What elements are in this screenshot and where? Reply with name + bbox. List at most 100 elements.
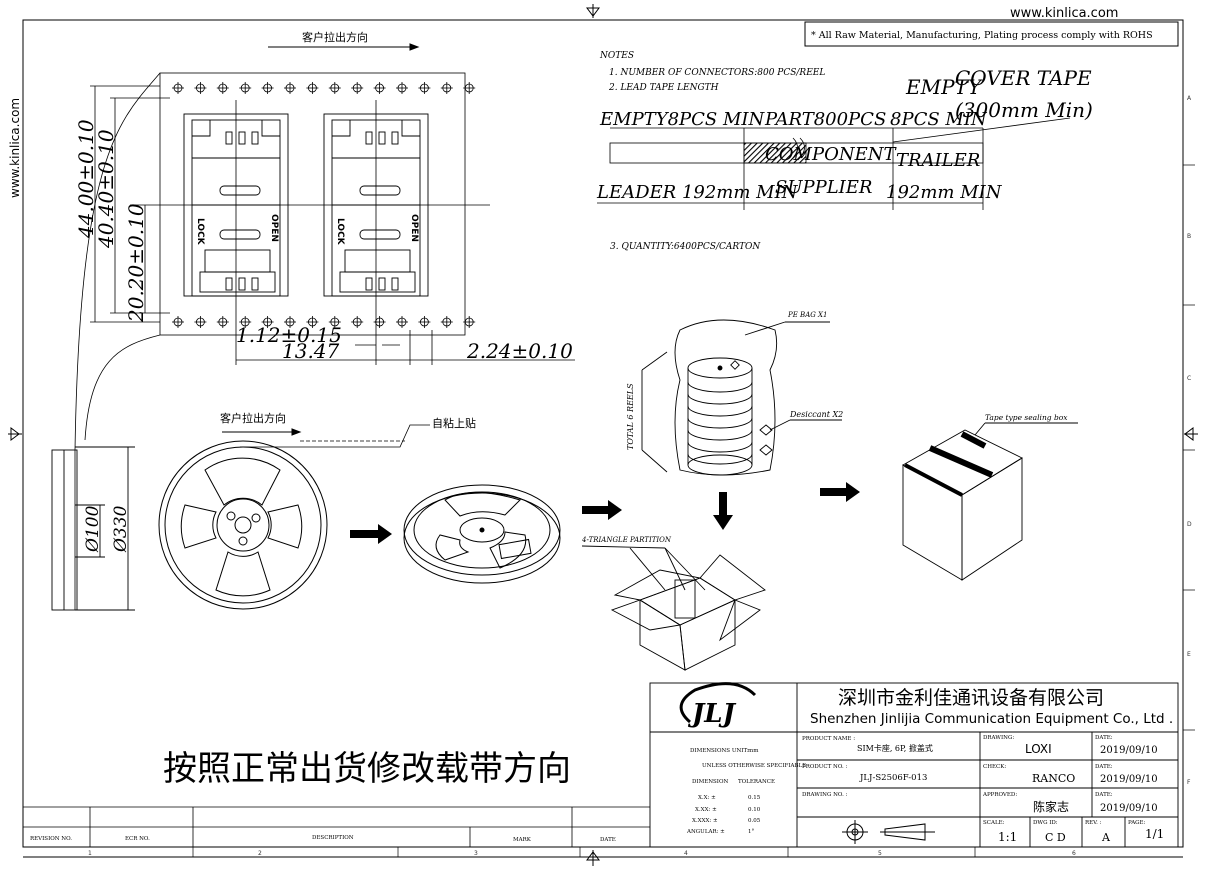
grid-col-label: 3 [474, 850, 478, 857]
note-2: 2. LEAD TAPE LENGTH [608, 83, 719, 93]
carrier-tape [74, 72, 575, 610]
leader-label: LEADER 192mm MIN [596, 182, 799, 203]
center-mark-right-icon [1184, 427, 1198, 441]
trailer-label: TRAILER [896, 150, 980, 171]
logo-text: JLJ [687, 699, 737, 729]
note-3: 3. QUANTITY:6400PCS/CARTON [610, 242, 761, 252]
ecr-no-header: ECR NO. [125, 836, 150, 842]
dim-40: 40.40±0.10 [94, 129, 118, 249]
dia-330-label: Ø330 [111, 505, 131, 553]
instruction-text: 按照正常出货修改载带方向 [163, 749, 571, 789]
date-3: 2019/09/10 [1100, 803, 1158, 814]
mark-header: MARK [513, 837, 532, 843]
description-header: DESCRIPTION [312, 835, 354, 841]
reel-pull-direction: 客户拉出方向 [220, 411, 286, 425]
date-label: DATE: [1095, 735, 1113, 741]
grid-col-label: 1 [88, 850, 92, 857]
tape-schematic [597, 117, 1071, 210]
dwg-id-label: DWG ID: [1033, 820, 1058, 826]
date-label: DATE: [1095, 792, 1113, 798]
rohs-note: * All Raw Material, Manufacturing, Plati… [811, 30, 1153, 41]
reel-tape-tail [240, 424, 430, 448]
dimensions-unit-value: mm [748, 748, 759, 754]
tol-value: 1° [748, 829, 754, 835]
grid-row-label: D [1187, 521, 1192, 528]
self-adhesive-label: 自粘上贴 [432, 416, 476, 430]
rev-label: REV. : [1085, 820, 1102, 826]
process-arrow-icon [350, 524, 392, 544]
date-header: DATE [600, 837, 616, 843]
check-by: RANCO [1032, 772, 1075, 785]
center-mark-left-icon [8, 427, 22, 441]
sealing-box [902, 422, 1078, 581]
grid-row-label: E [1187, 651, 1191, 658]
pe-bag-label: PE BAG X1 [787, 311, 828, 319]
bottom-grid-ticks [192, 847, 976, 857]
grid-row-label: F [1187, 779, 1191, 786]
grid-row-label: A [1187, 95, 1192, 102]
tol-value: 0.10 [748, 807, 761, 813]
grid-col-labels: 1 2 3 4 5 6 [88, 850, 1076, 857]
company-logo: JLJ [679, 682, 757, 729]
pe-bag-with-reels [641, 319, 842, 476]
company-name-en: Shenzhen Jinlijia Communication Equipmen… [810, 711, 1173, 727]
drawing-no-label: DRAWING NO. : [802, 792, 848, 798]
cover-tape-label: COVER TAPE [955, 66, 1092, 90]
tol-dim: X.X: ± [698, 795, 716, 801]
center-mark-bottom-icon [586, 850, 600, 866]
part-count-label: PART800PCS [764, 109, 886, 130]
note-1: 1. NUMBER OF CONNECTORS:800 PCS/REEL [609, 68, 825, 78]
scale-value: 1:1 [998, 830, 1017, 844]
rev-value: A [1101, 831, 1111, 844]
partition-label: 4-TRIANGLE PARTITION [581, 536, 672, 544]
side-website: www.kinlica.com [8, 98, 22, 198]
pull-direction-arrow-icon [268, 43, 420, 51]
dim-44: 44.00±0.10 [74, 119, 98, 239]
company-name-cn: 深圳市金利佳通讯设备有限公司 [838, 687, 1104, 709]
page-label: PAGE: [1128, 820, 1146, 826]
product-no-label: PRODUCT NO. : [802, 764, 848, 770]
dim-20: 20.20±0.10 [124, 203, 148, 323]
approved-by: 陈家志 [1033, 799, 1069, 814]
check-label: CHECK: [983, 764, 1006, 770]
sim-connector [183, 113, 289, 297]
process-arrow-icon [713, 492, 733, 530]
date-1: 2019/09/10 [1100, 745, 1158, 756]
website-link[interactable]: www.kinlica.com [1010, 6, 1118, 21]
drawing-label: DRAWING: [983, 735, 1014, 741]
dimensions-unit-label: DIMENSIONS UNIT: [690, 748, 749, 754]
date-2: 2019/09/10 [1100, 774, 1158, 785]
sprocket-holes [172, 82, 476, 328]
approved-label: APPROVED: [982, 792, 1017, 798]
grid-col-label: 2 [258, 850, 262, 857]
reel-iso-view [403, 484, 561, 584]
drawing-by: LOXI [1025, 742, 1052, 756]
lock-label: LOCK [335, 218, 345, 246]
tape-empty-label: EMPTY [905, 75, 983, 99]
grid-row-label: C [1187, 375, 1191, 382]
trailer-length-label: 192mm MIN [886, 182, 1003, 203]
dim-1-12: 1.12±0.15 [236, 323, 342, 347]
reel-direction-arrow-icon [222, 428, 302, 436]
total-reels-label: TOTAL 6 REELS [626, 383, 635, 450]
tol-value: 0.15 [748, 795, 761, 801]
sealing-box-label: Tape type sealing box [985, 413, 1068, 422]
pcs-min-label: 8PCS MIN [890, 109, 988, 130]
tol-dim: X.XXX: ± [692, 818, 718, 824]
grid-col-label: 4 [684, 850, 688, 857]
dimension-header: DIMENSION [692, 779, 728, 785]
lock-label: LOCK [195, 218, 205, 246]
tol-value: 0.05 [748, 818, 761, 824]
page-value: 1/1 [1145, 827, 1164, 841]
tol-dim: X.XX: ± [695, 807, 717, 813]
reel-side-view [51, 446, 135, 611]
supplier-label: SUPPLIER [775, 177, 872, 198]
notes-heading: NOTES [599, 51, 634, 61]
dwg-id-value: C D [1045, 831, 1066, 844]
open-carton [581, 545, 766, 671]
revision-no-header: REVISION NO. [30, 836, 72, 842]
dim-13-47: 13.47 [282, 339, 340, 363]
rohs-box [804, 21, 1179, 47]
product-name: SIM卡座, 6P, 掀盖式 [857, 743, 933, 753]
process-arrow-icon [582, 500, 622, 520]
